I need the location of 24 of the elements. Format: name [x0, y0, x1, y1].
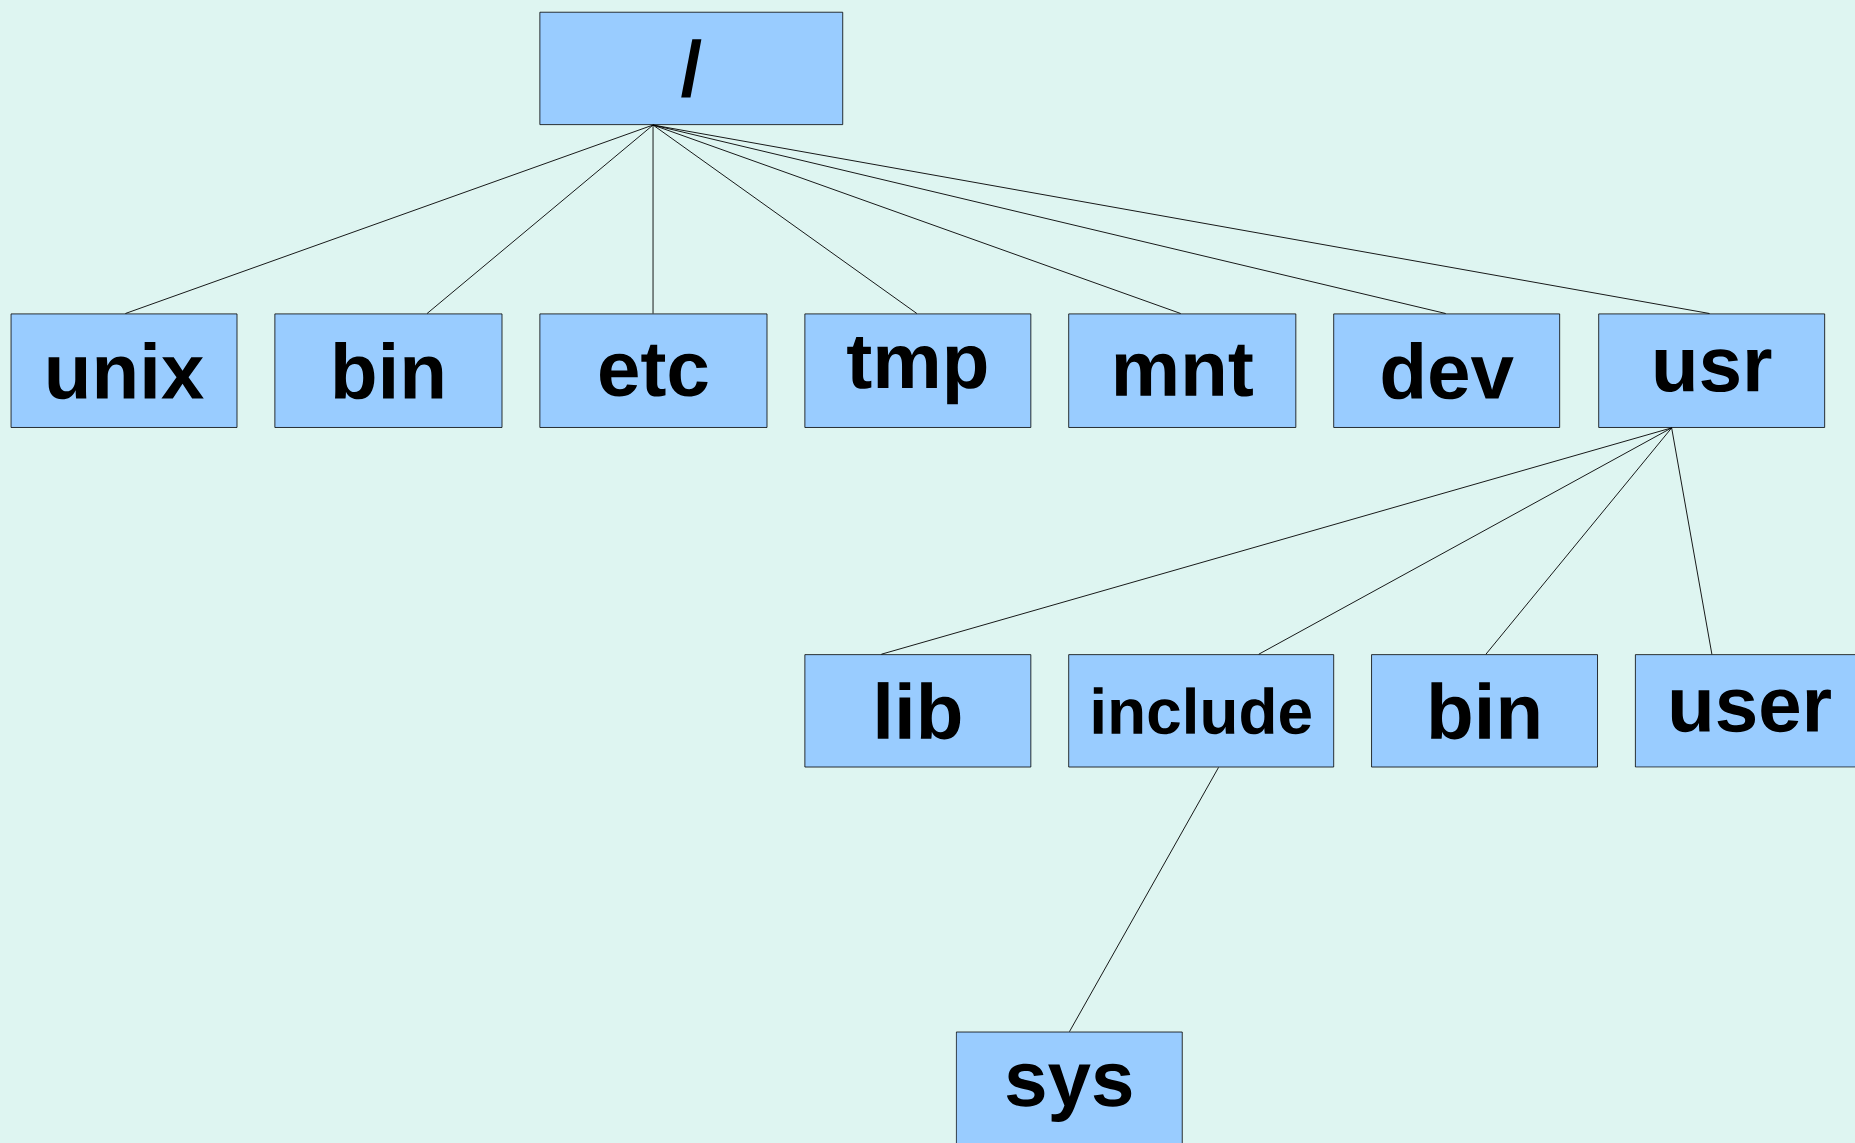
connector-line: [1258, 427, 1673, 655]
folder-box: dev: [1333, 313, 1561, 428]
connector-line: [1671, 427, 1713, 655]
folder-box: include: [1068, 654, 1335, 768]
folder-box: unix: [10, 313, 238, 428]
folder-box: user: [1635, 654, 1855, 768]
folder-box: etc: [539, 313, 768, 428]
folder-box: sys: [955, 1031, 1183, 1143]
connector-line: [652, 124, 1182, 314]
folder-box: tmp: [804, 313, 1032, 428]
folder-box: lib: [804, 654, 1032, 768]
connector-line: [1069, 766, 1219, 1033]
connector-line: [652, 124, 918, 314]
folder-box: usr: [1598, 313, 1826, 428]
connector-line: [652, 124, 654, 314]
folder-box: /: [539, 11, 844, 126]
folder-box: bin: [1371, 654, 1598, 768]
folder-box: bin: [274, 313, 503, 428]
connector-line: [426, 124, 654, 314]
folder-box: mnt: [1068, 313, 1297, 428]
connector-line: [880, 427, 1673, 655]
connector-line: [124, 124, 654, 314]
connector-line: [652, 124, 1710, 314]
connector-line: [1485, 427, 1673, 655]
